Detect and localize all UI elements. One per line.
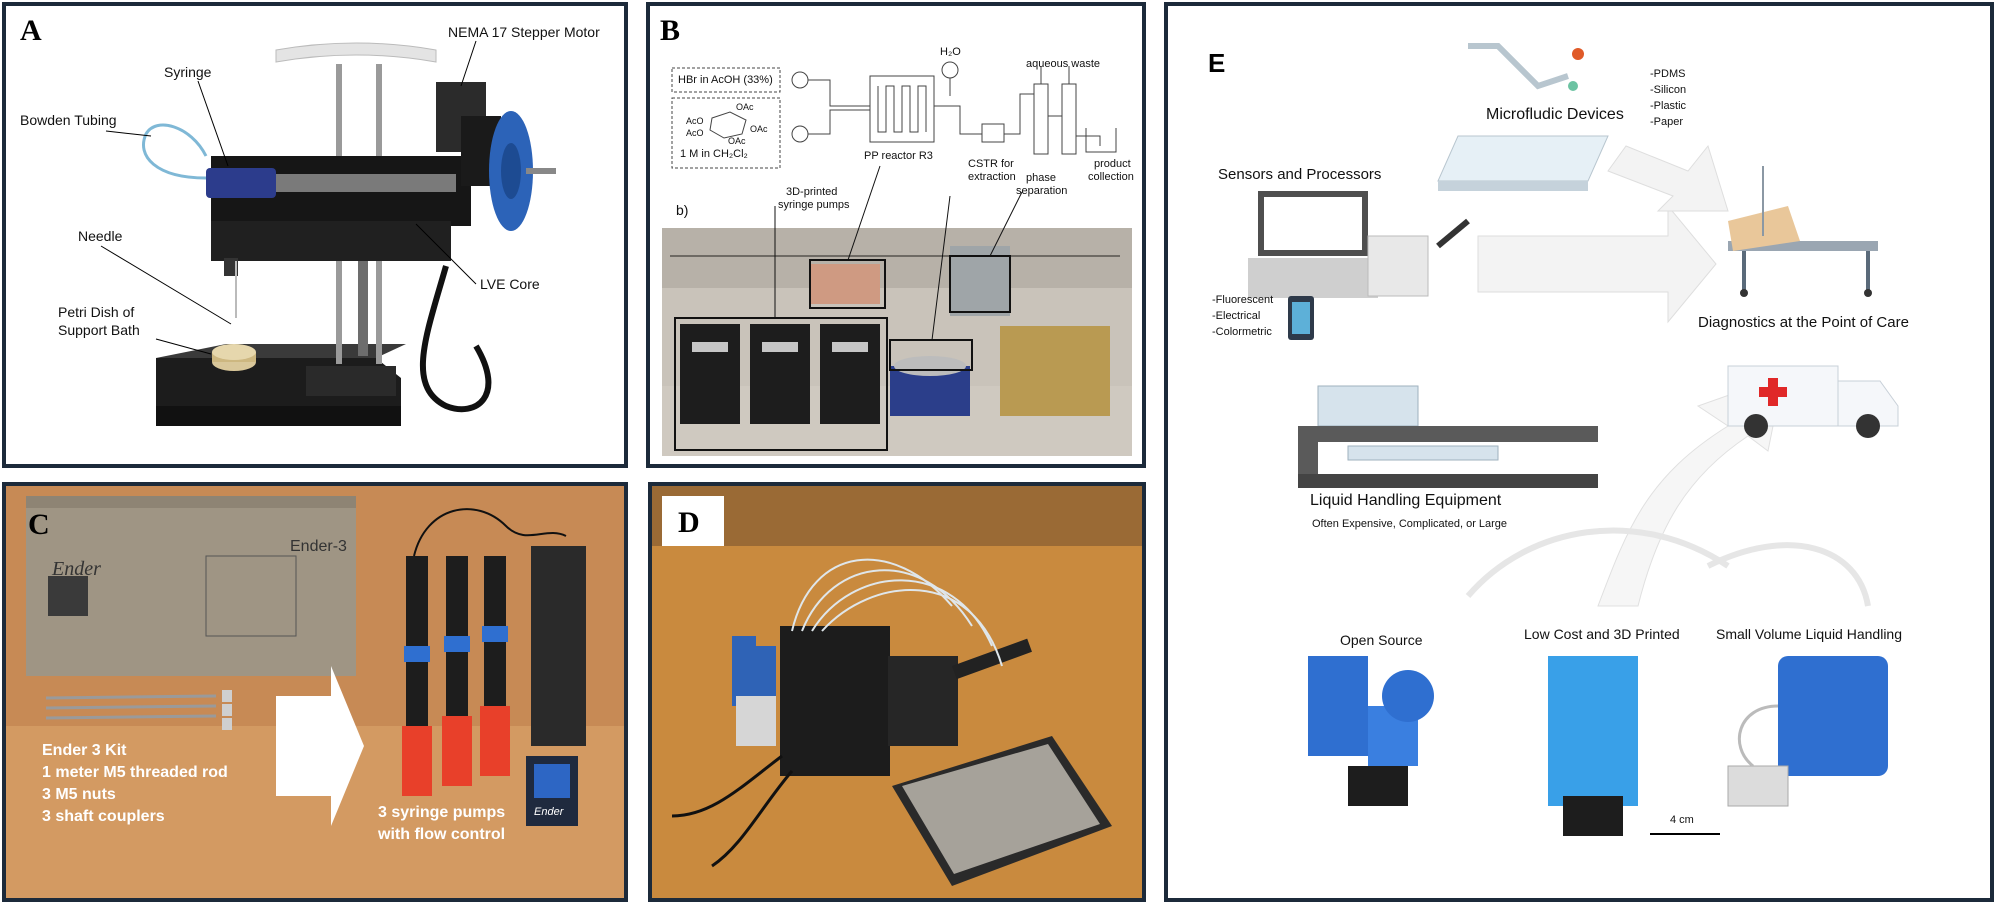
reagent-hbr: HBr in AcOH (33%)	[678, 74, 773, 86]
kit-item-2: 3 M5 nuts	[42, 786, 116, 803]
panel-e-illustration	[1248, 43, 1899, 836]
label-microfluidic: Microfludic Devices	[1486, 106, 1624, 123]
panel-b-illustration	[662, 61, 1132, 456]
panel-e: E Microfludic Devices -PDMS -Silicon -Pl…	[1164, 2, 1994, 902]
label-aqueous-waste: aqueous waste	[1026, 58, 1100, 70]
sugar-oac-right: OAc	[750, 124, 768, 134]
panel-label-b: B	[660, 14, 681, 47]
label-cstr-2: extraction	[968, 171, 1016, 183]
label-stepper-motor: NEMA 17 Stepper Motor	[448, 24, 600, 40]
label-lve-core: LVE Core	[480, 276, 540, 292]
panel-label-e: E	[1208, 48, 1226, 78]
label-syringe: Syringe	[164, 64, 212, 80]
sugar-oac-bottom: OAc	[728, 136, 746, 146]
material-2: -Plastic	[1650, 100, 1687, 112]
label-bowden-tubing: Bowden Tubing	[20, 112, 117, 128]
label-petri-dish-1: Petri Dish of	[58, 304, 135, 320]
label-product-2: collection	[1088, 171, 1134, 183]
sensor-type-1: -Electrical	[1212, 310, 1261, 322]
sensor-type-2: -Colormetric	[1212, 326, 1272, 338]
material-0: -PDMS	[1650, 68, 1686, 80]
sugar-aco-2: AcO	[686, 128, 704, 138]
sensor-type-0: -Fluorescent	[1212, 294, 1274, 306]
label-phase-2: separation	[1016, 185, 1068, 197]
label-cstr-1: CSTR for	[968, 158, 1014, 170]
panel-label-a: A	[20, 14, 42, 47]
panel-a: A NEMA 17 Stepper Motor Syringe Bowden T…	[2, 2, 628, 468]
material-3: -Paper	[1650, 116, 1684, 128]
label-liquid-sub: Often Expensive, Complicated, or Large	[1312, 518, 1508, 530]
result-line-1: with flow control	[378, 826, 506, 843]
kit-item-0: Ender 3 Kit	[42, 742, 127, 759]
label-sensors: Sensors and Processors	[1218, 166, 1382, 183]
label-diagnostics: Diagnostics at the Point of Care	[1698, 314, 1909, 331]
label-b-sub: b)	[676, 202, 689, 218]
label-liquid-handling: Liquid Handling Equipment	[1310, 492, 1502, 509]
label-product-1: product	[1094, 158, 1131, 170]
label-petri-dish-2: Support Bath	[58, 322, 140, 338]
feature-open-source: Open Source	[1340, 632, 1423, 648]
material-1: -Silicon	[1650, 84, 1687, 96]
panel-label-c: C	[28, 508, 50, 541]
box-text-ender: Ender	[52, 558, 101, 580]
screen-brand: Ender	[534, 806, 564, 818]
panel-d-illustration	[652, 486, 1142, 898]
kit-item-3: 3 shaft couplers	[42, 808, 165, 825]
label-pp-reactor: PP reactor R3	[864, 150, 933, 162]
panel-label-d: D	[678, 506, 700, 539]
panel-c: C Ender-3 Ender Ender 3 Kit 1 meter M5 t…	[2, 482, 628, 902]
feature-small-volume: Small Volume Liquid Handling	[1716, 626, 1902, 642]
label-water: H₂O	[940, 46, 961, 58]
label-phase-1: phase	[1026, 172, 1056, 184]
panel-c-illustration	[6, 486, 624, 898]
result-line-0: 3 syringe pumps	[378, 804, 506, 821]
sugar-aco-1: AcO	[686, 116, 704, 126]
label-pumps-1: 3D-printed	[786, 186, 838, 198]
panel-d: D	[648, 482, 1146, 902]
sugar-oac-top: OAc	[736, 102, 754, 112]
feature-low-cost: Low Cost and 3D Printed	[1524, 626, 1680, 642]
scale-bar-label: 4 cm	[1670, 814, 1694, 826]
label-needle: Needle	[78, 228, 123, 244]
kit-item-1: 1 meter M5 threaded rod	[42, 764, 228, 781]
box-text-ender3: Ender-3	[290, 538, 347, 555]
panel-a-illustration	[100, 40, 556, 426]
label-pumps-2: syringe pumps	[778, 199, 850, 211]
reagent-ch2cl2: 1 M in CH₂Cl₂	[680, 148, 748, 160]
panel-b: B HBr in AcOH (33%) 1 M in CH₂Cl₂ OAc Ac…	[646, 2, 1146, 468]
